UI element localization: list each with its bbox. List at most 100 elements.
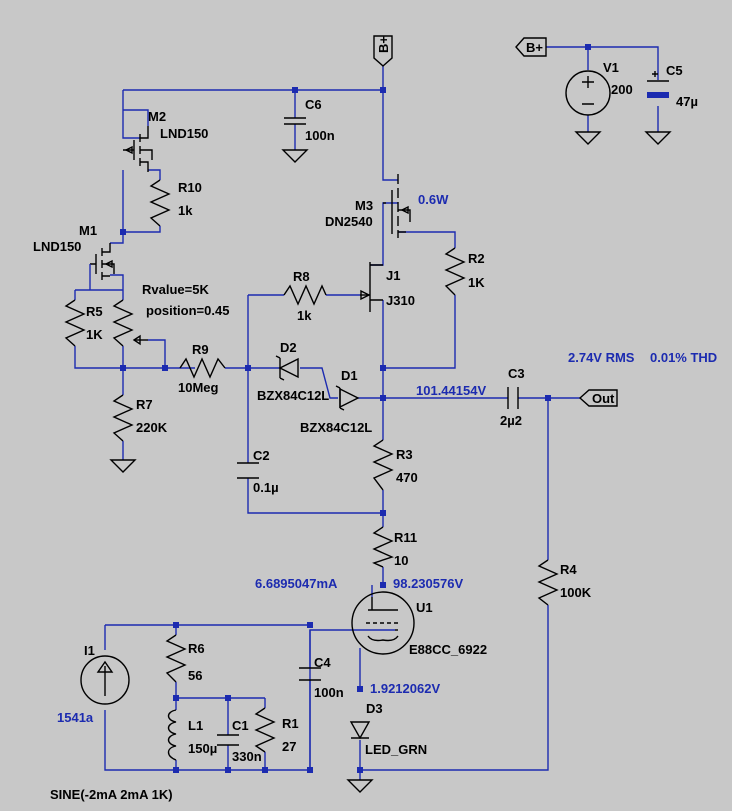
c4-capacitor: C4 100n — [299, 655, 344, 700]
svg-text:B+: B+ — [526, 40, 543, 55]
svg-text:LND150: LND150 — [160, 126, 208, 141]
d1-zener: D1 BZX84C12L — [300, 368, 372, 435]
svg-text:R9: R9 — [192, 342, 209, 357]
bplus-port-right: B+ — [515, 37, 547, 57]
svg-text:J310: J310 — [386, 293, 415, 308]
m2-drain-wire — [123, 109, 149, 126]
ground-symbol — [281, 149, 309, 163]
svg-text:C2: C2 — [253, 448, 270, 463]
svg-text:100K: 100K — [560, 585, 592, 600]
svg-text:C1: C1 — [232, 718, 249, 733]
m1-mosfet: M1 LND150 — [33, 223, 115, 290]
svg-text:R7: R7 — [136, 397, 153, 412]
wires — [74, 46, 659, 780]
r8-resistor: R8 1k — [283, 269, 327, 323]
svg-text:Out: Out — [592, 391, 615, 406]
svg-text:200: 200 — [611, 82, 633, 97]
svg-text:R6: R6 — [188, 641, 205, 656]
svg-text:D1: D1 — [341, 368, 358, 383]
svg-text:DN2540: DN2540 — [325, 214, 373, 229]
m2-mosfet: M2 LND150 — [123, 109, 208, 172]
svg-text:56: 56 — [188, 668, 202, 683]
svg-text:0.6W: 0.6W — [418, 192, 449, 207]
r2-resistor: R2 1K — [444, 247, 485, 296]
r5-resistor: R5 1K — [64, 299, 103, 347]
c3-capacitor: C3 2µ2 — [500, 366, 525, 428]
ground-symbol — [346, 779, 374, 793]
svg-text:C6: C6 — [305, 97, 322, 112]
tube-current-label: 6.6895047mA — [255, 576, 338, 591]
r3-resistor: R3 470 — [372, 439, 418, 491]
c2-capacitor: C2 0.1µ — [237, 448, 279, 495]
ground-symbol — [644, 131, 672, 145]
svg-text:1541a: 1541a — [57, 710, 94, 725]
svg-text:100n: 100n — [314, 685, 344, 700]
svg-text:220K: 220K — [136, 420, 168, 435]
out-port: Out — [578, 389, 618, 407]
svg-text:R4: R4 — [560, 562, 577, 577]
svg-text:R3: R3 — [396, 447, 413, 462]
svg-text:27: 27 — [282, 739, 296, 754]
cathode-voltage-label: 1.9212062V — [370, 681, 440, 696]
plate-voltage-label: 98.230576V — [393, 576, 463, 591]
r7-resistor: R7 220K — [112, 394, 168, 442]
r10-resistor: R10 1k — [149, 179, 202, 227]
c1-capacitor: C1 330n — [217, 718, 262, 764]
svg-text:0.1µ: 0.1µ — [253, 480, 279, 495]
d3-led: D3 LED_GRN — [349, 701, 427, 757]
svg-text:V1: V1 — [603, 60, 619, 75]
svg-text:150µ: 150µ — [188, 741, 217, 756]
d2-zener: D2 BZX84C12L — [257, 340, 329, 403]
svg-text:470: 470 — [396, 470, 418, 485]
svg-text:BZX84C12L: BZX84C12L — [300, 420, 372, 435]
svg-text:B+: B+ — [376, 36, 391, 53]
svg-text:D2: D2 — [280, 340, 297, 355]
svg-text:1k: 1k — [178, 203, 193, 218]
svg-text:1K: 1K — [468, 275, 485, 290]
u1-triode: U1 E88CC_6922 — [351, 591, 487, 657]
svg-text:R2: R2 — [468, 251, 485, 266]
r9-resistor: R9 10Meg — [178, 342, 226, 395]
svg-text:position=0.45: position=0.45 — [146, 303, 229, 318]
c5-capacitor: C5 47µ — [647, 63, 698, 109]
svg-text:M3: M3 — [355, 198, 373, 213]
svg-text:BZX84C12L: BZX84C12L — [257, 388, 329, 403]
r4-resistor: R4 100K — [537, 559, 592, 606]
svg-text:Rvalue=5K: Rvalue=5K — [142, 282, 209, 297]
svg-text:M1: M1 — [79, 223, 97, 238]
svg-text:I1: I1 — [84, 643, 95, 658]
svg-text:R10: R10 — [178, 180, 202, 195]
thd-label: 0.01% THD — [650, 350, 717, 365]
svg-text:1K: 1K — [86, 327, 103, 342]
bplus-port-top: B+ — [373, 35, 393, 67]
m3-mosfet: M3 DN2540 0.6W — [325, 174, 449, 238]
j1-jfet: J1 J310 — [360, 262, 415, 312]
svg-text:M2: M2 — [148, 109, 166, 124]
ground-symbol — [574, 131, 602, 145]
ground-symbol — [109, 459, 137, 473]
c6-capacitor: C6 100n — [284, 97, 335, 143]
r11-resistor: R11 10 — [372, 526, 417, 568]
potentiometer: Rvalue=5K position=0.45 — [112, 282, 229, 347]
r1-resistor: R1 27 — [254, 707, 299, 754]
svg-text:10Meg: 10Meg — [178, 380, 219, 395]
junctions — [120, 44, 591, 773]
svg-text:R5: R5 — [86, 304, 103, 319]
svg-text:L1: L1 — [188, 718, 203, 733]
l1-inductor: L1 150µ — [167, 709, 217, 761]
svg-text:R8: R8 — [293, 269, 310, 284]
svg-text:47µ: 47µ — [676, 94, 698, 109]
svg-text:D3: D3 — [366, 701, 383, 716]
svg-text:10: 10 — [394, 553, 408, 568]
node-voltage-label: 101.44154V — [416, 383, 486, 398]
rms-label: 2.74V RMS — [568, 350, 635, 365]
v1-source: V1 200 — [565, 60, 633, 116]
svg-text:J1: J1 — [386, 268, 400, 283]
svg-text:LED_GRN: LED_GRN — [365, 742, 427, 757]
svg-text:C4: C4 — [314, 655, 331, 670]
r6-resistor: R6 56 — [165, 634, 205, 683]
svg-text:C3: C3 — [508, 366, 525, 381]
svg-text:2µ2: 2µ2 — [500, 413, 522, 428]
svg-text:1k: 1k — [297, 308, 312, 323]
